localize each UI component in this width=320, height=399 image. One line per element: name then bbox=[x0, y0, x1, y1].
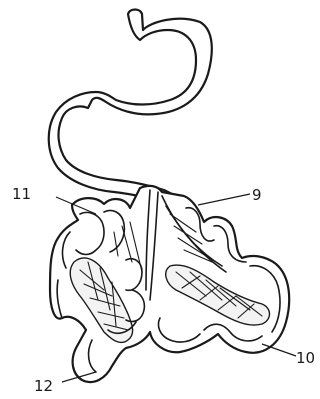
label-10: 10 bbox=[296, 349, 315, 367]
label-9: 9 bbox=[252, 186, 262, 204]
stomach bbox=[49, 10, 212, 205]
leader-9 bbox=[198, 194, 250, 205]
label-12: 12 bbox=[34, 377, 53, 395]
label-11: 11 bbox=[12, 185, 31, 203]
